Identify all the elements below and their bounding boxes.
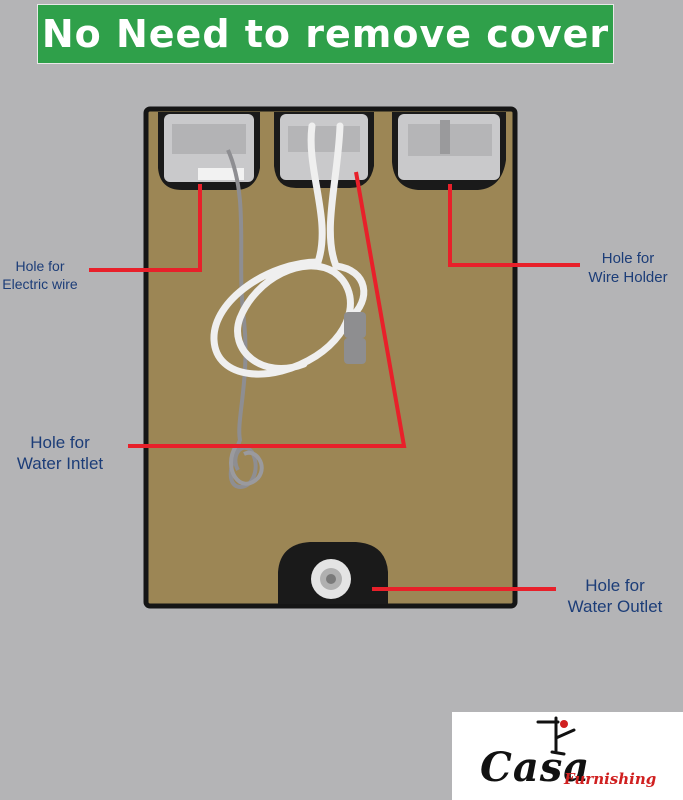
brand-logo: Casa Furnishing bbox=[452, 712, 683, 800]
hose-connectors bbox=[344, 312, 366, 364]
pointer-water-inlet bbox=[128, 171, 407, 448]
label-water-outlet: Hole for Water Outlet bbox=[550, 575, 680, 618]
pointer-lines bbox=[89, 171, 580, 591]
label-water-inlet-line2: Water Intlet bbox=[16, 454, 104, 474]
banner-title: No Need to remove cover bbox=[41, 12, 610, 56]
label-water-inlet-line1: Hole for bbox=[30, 433, 90, 452]
pointer-wire-holder bbox=[448, 184, 580, 267]
label-electric-line2: Electric wire bbox=[2, 275, 78, 292]
title-banner: No Need to remove cover bbox=[37, 4, 614, 64]
logo-brand-sub: Furnishing bbox=[564, 770, 657, 788]
label-water-outlet-line2: Water Outlet bbox=[567, 597, 663, 617]
label-electric-line1: Hole for bbox=[15, 258, 65, 274]
label-wire-holder-line2: Wire Holder bbox=[588, 268, 668, 286]
logo-brand-name: Casa bbox=[480, 744, 591, 791]
logo-figure-icon bbox=[536, 716, 576, 756]
pointer-electric-wire bbox=[89, 184, 202, 272]
label-water-inlet: Hole for Water Intlet bbox=[2, 432, 118, 475]
hole-water-outlet bbox=[278, 542, 388, 604]
hole-wire-holder bbox=[392, 112, 506, 190]
hole-electric-wire bbox=[158, 112, 260, 190]
hole-water-inlet-top bbox=[274, 112, 374, 188]
label-wire-holder: Hole for Wire Holder bbox=[576, 250, 680, 288]
label-electric-wire: Hole for Electric wire bbox=[0, 258, 80, 293]
label-water-outlet-line1: Hole for bbox=[585, 576, 645, 595]
label-wire-holder-line1: Hole for bbox=[601, 250, 655, 267]
